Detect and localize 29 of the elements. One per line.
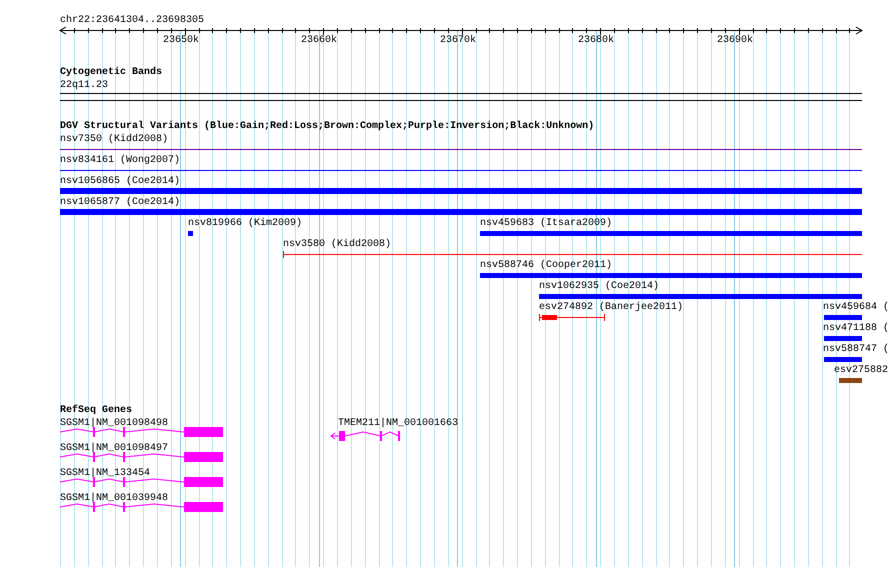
variant-label: nsv1062935 (Coe2014)	[539, 281, 660, 293]
variant-label: nsv588746 (Cooper2011)	[480, 260, 612, 272]
tick-label: 23650k	[163, 35, 200, 47]
variant-label: nsv834161 (Wong2007)	[60, 155, 180, 167]
variant-label: nsv3580 (Kidd2008)	[283, 239, 392, 251]
variant-label: nsv7350 (Kidd2008)	[60, 134, 168, 146]
track-title: DGV Structural Variants (Blue:Gain;Red:Loss;Brown:Complex;Purple:Inversion;Black:Unknown)	[60, 121, 594, 133]
band-label: 22q11.23	[60, 80, 108, 92]
variant-label: esv274892 (Banerjee2011)	[539, 302, 684, 314]
tick-label: 23680k	[578, 35, 614, 47]
variant-label: nsv1056865 (Coe2014)	[60, 176, 180, 188]
tick-label: 23690k	[717, 35, 754, 47]
gene-label: SGSM1|NM_001039948	[60, 493, 168, 505]
gene-label: TMEM211|NM_001001663	[338, 418, 458, 430]
track-title: Cytogenetic Bands	[60, 67, 162, 79]
gene-label: SGSM1|NM_133454	[60, 468, 150, 480]
coordinate-label: chr22:23641304..23698305	[60, 15, 204, 27]
variant-label: nsv819966 (Kim2009)	[188, 218, 302, 230]
tick-label: 23660k	[301, 35, 338, 47]
variant-label: nsv1065877 (Coe2014)	[60, 197, 180, 209]
gene-label: SGSM1|NM_001098497	[60, 443, 168, 455]
tick-label: 23670k	[440, 35, 476, 47]
variant-label: nsv588747 (	[823, 344, 890, 356]
variant-label: nsv471188 (	[823, 323, 890, 335]
gene-label: SGSM1|NM_001098498	[60, 418, 168, 430]
variant-label: esv275882	[834, 365, 888, 377]
variant-label: nsv459684 (	[823, 302, 890, 314]
variant-label: nsv459683 (Itsara2009)	[480, 218, 612, 230]
track-title: RefSeq Genes	[60, 405, 132, 417]
